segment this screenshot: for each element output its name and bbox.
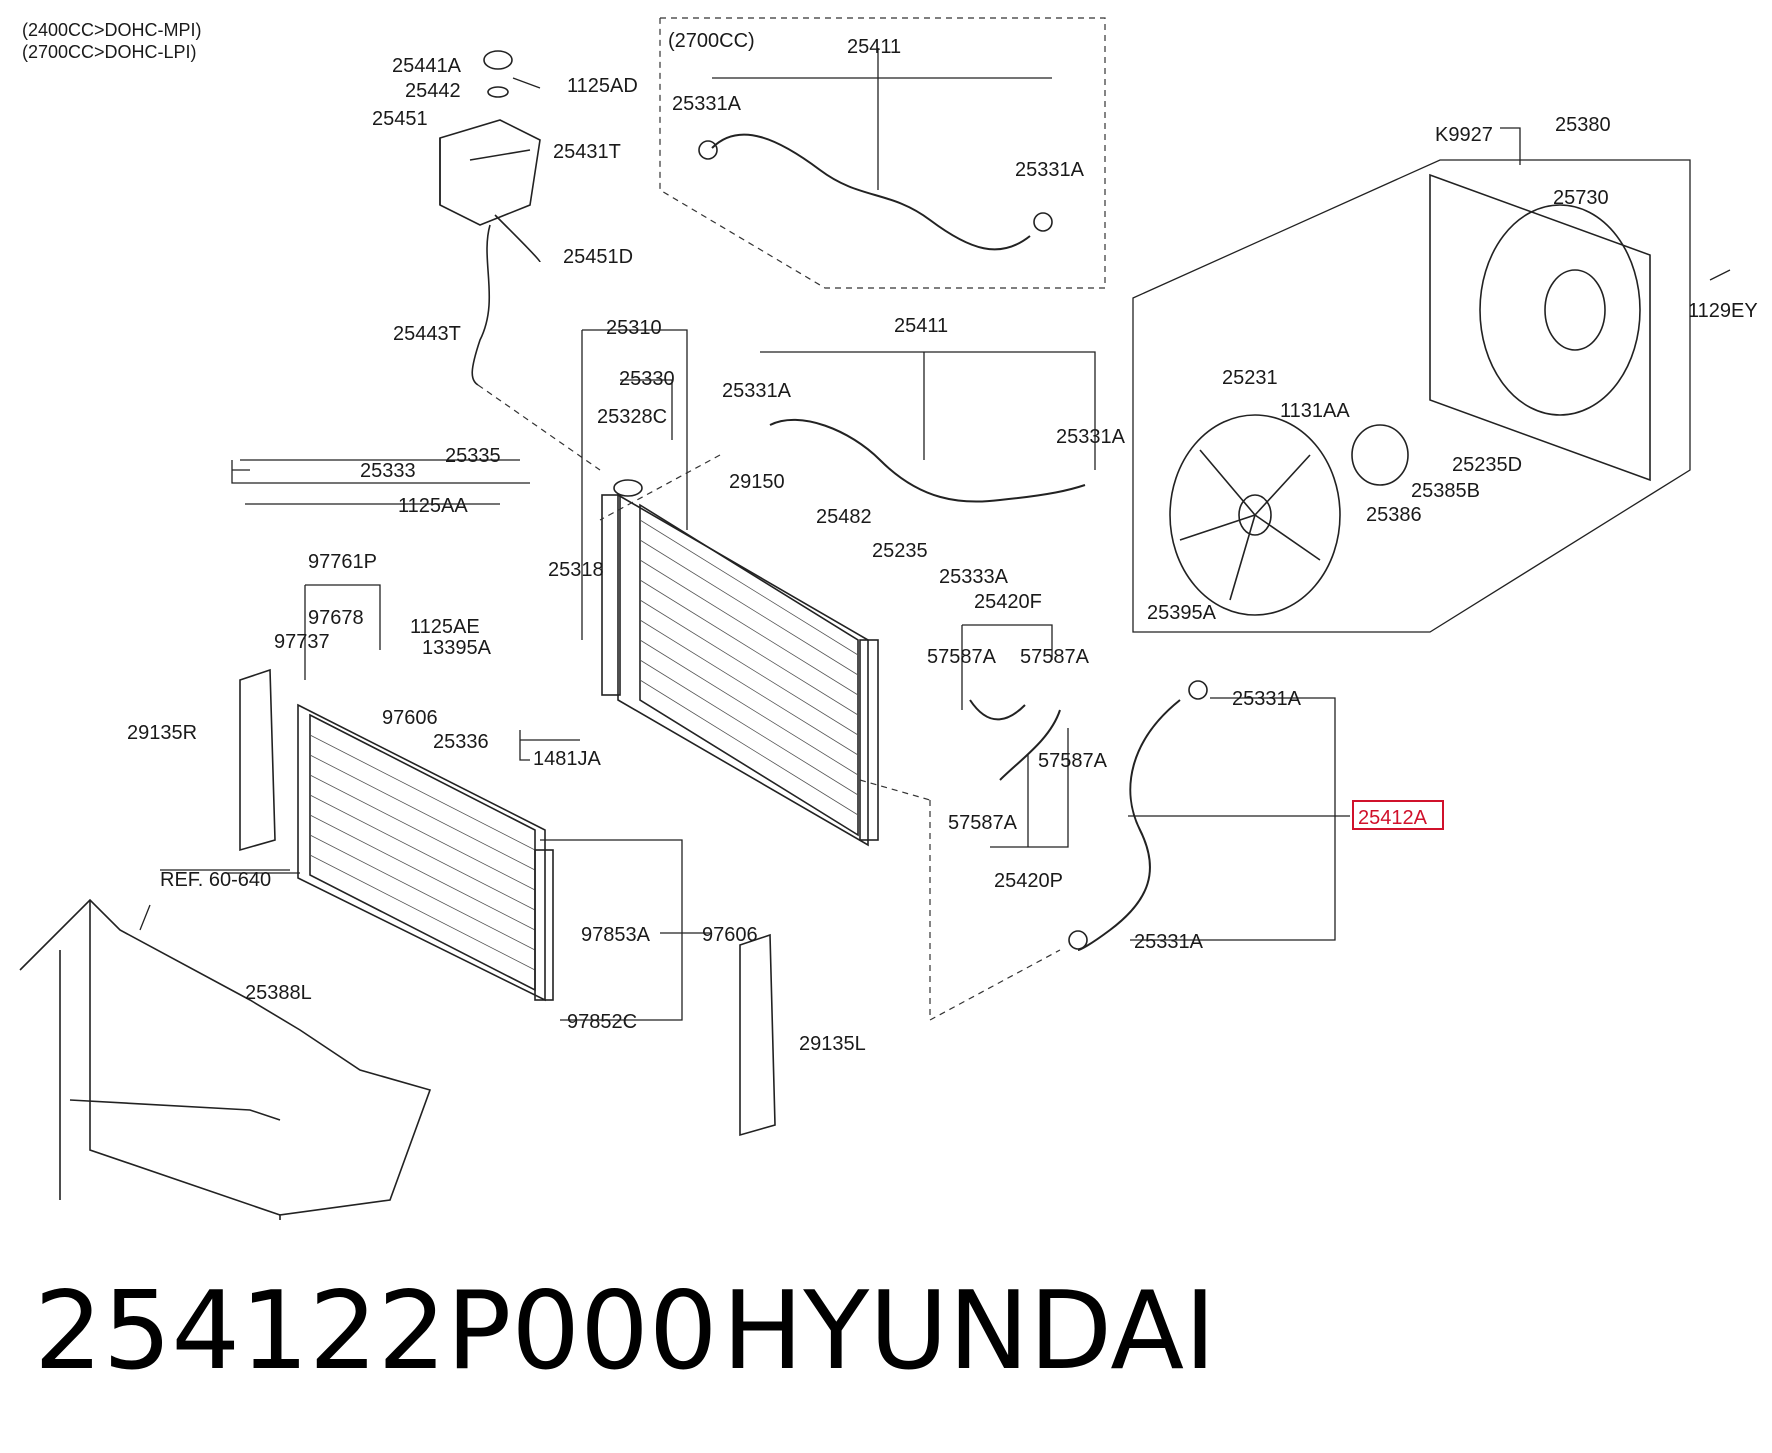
part-label: 25235 (872, 540, 928, 562)
part-label: 25331A (1056, 426, 1126, 448)
part-label: 29150 (729, 471, 785, 493)
part-label: 25331A (1134, 931, 1204, 953)
part-label: 25331A (1015, 159, 1085, 181)
part-label: 57587A (927, 646, 997, 668)
part-label: 25331A (672, 93, 742, 115)
part-label: 1129EY (1688, 300, 1758, 322)
highlighted-part-label: 25412A (1358, 807, 1428, 829)
part-label: 25443T (393, 323, 461, 345)
part-label: 25328C (597, 406, 667, 428)
hose-clamp-icon (698, 140, 718, 160)
highlight-box (1352, 800, 1444, 830)
part-label: 25335 (445, 445, 501, 467)
reservoir-dash-link (477, 384, 601, 471)
part-label: 29135L (799, 1033, 866, 1055)
part-label: 25385B (1411, 480, 1480, 502)
part-label: 25331A (722, 380, 792, 402)
part-label: 1131AA (1280, 400, 1350, 422)
part-label: 25331A (1232, 688, 1302, 710)
leader-lines (139, 48, 1731, 1022)
part-label: 25411 (847, 36, 901, 58)
part-label: 25380 (1555, 114, 1611, 136)
part-label: REF. 60-640 (160, 869, 271, 891)
part-label: 97761P (308, 551, 377, 573)
part-label: 97852C (567, 1011, 637, 1033)
front-end-module (19, 898, 432, 1220)
part-label: 1125AE (410, 616, 480, 638)
part-label: 25730 (1553, 187, 1609, 209)
part-label: 25411 (894, 315, 948, 337)
part-label: 57587A (1020, 646, 1090, 668)
part-label: 25431T (553, 141, 621, 163)
part-label: 1125AA (398, 495, 468, 517)
hose-clamp-icon (1188, 680, 1208, 700)
part-label: 25482 (816, 506, 872, 528)
part-label: 57587A (948, 812, 1018, 834)
part-label: 25336 (433, 731, 489, 753)
part-label: 25318 (548, 559, 604, 581)
part-label: 25310 (606, 317, 662, 339)
engine-spec-line-1: (2400CC>DOHC-MPI) (22, 20, 202, 40)
part-label: 25333 (360, 460, 416, 482)
part-label: 1125AD (567, 75, 638, 97)
part-label: 25420P (994, 870, 1063, 892)
part-label: 1481JA (533, 748, 601, 770)
hose-clamp-icon (1068, 930, 1088, 950)
part-label: 29135R (127, 722, 197, 744)
engine-spec-line-2: (2700CC>DOHC-LPI) (22, 42, 197, 62)
brand-title: HYUNDAI (722, 1269, 1217, 1394)
part-label: 97606 (382, 707, 438, 729)
upper-hose-25411 (769, 418, 1086, 503)
alt-hose-box: (2700CC) (659, 17, 1106, 289)
part-label: 25451D (563, 246, 633, 268)
part-label: 25231 (1222, 367, 1278, 389)
reservoir-tank (439, 50, 541, 386)
highlighted-part-callout: 25412A (1352, 800, 1444, 830)
part-label: 25388L (245, 982, 312, 1004)
part-label: 25441A (392, 55, 462, 77)
part-label: 25333A (939, 566, 1009, 588)
part-labels: 25441A 25442 1125AD 25451 25431T 25451D … (127, 36, 1758, 1055)
main-radiator (601, 479, 879, 847)
hose-25420p (999, 709, 1061, 781)
part-label: 97737 (274, 631, 330, 653)
hose-clamp-icon (1033, 212, 1053, 232)
condenser (297, 703, 554, 1002)
hose-25420f (969, 699, 1026, 721)
alt-box-label: (2700CC) (668, 30, 755, 52)
part-label: 25451 (372, 108, 428, 130)
part-label: 25395A (1147, 602, 1217, 624)
upper-hose-alt (711, 133, 1031, 251)
part-number-title: 254122P000 (34, 1269, 718, 1394)
fan-shroud-box (1132, 159, 1691, 633)
part-label: 13395A (422, 637, 492, 659)
part-label: 97678 (308, 607, 364, 629)
part-label: 25420F (974, 591, 1042, 613)
air-guard-left (739, 933, 776, 1137)
part-label: 97606 (702, 924, 758, 946)
part-label: 25235D (1452, 454, 1522, 476)
air-guard-right (239, 668, 276, 852)
part-label: 25386 (1366, 504, 1422, 526)
part-label: 97853A (581, 924, 651, 946)
part-label: 25442 (405, 80, 461, 102)
lower-hose-25412a (1068, 680, 1208, 951)
part-label: 25330 (619, 368, 675, 390)
part-label: 57587A (1038, 750, 1108, 772)
part-label: K9927 (1435, 124, 1493, 146)
